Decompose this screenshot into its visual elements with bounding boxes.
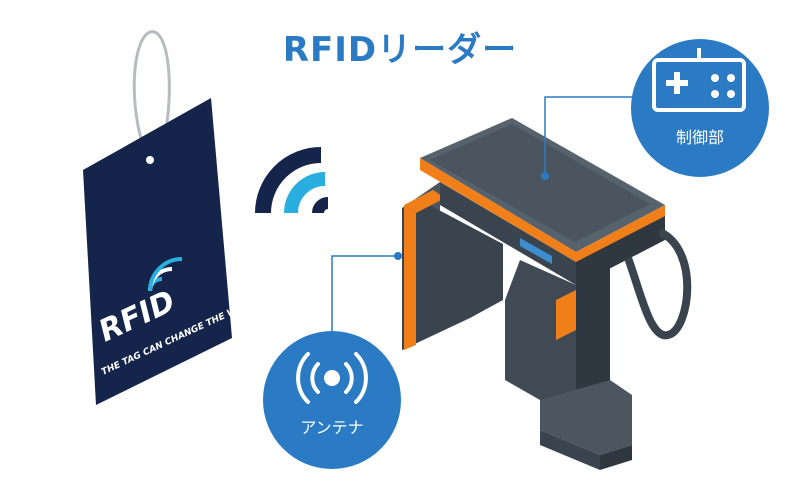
tag-string: [132, 30, 171, 163]
antenna-badge: [263, 331, 401, 469]
controller-badge: [631, 39, 769, 177]
tag-wave-icon: [148, 257, 183, 292]
broadcast-icon: [296, 352, 368, 404]
gamepad-icon: [652, 48, 746, 112]
callout-lines: [331, 96, 640, 340]
signal-wave-icon: [255, 147, 329, 214]
antenna-label: アンテナ: [300, 418, 364, 437]
rfid-reader-device: [402, 118, 692, 470]
controller-label: 制御部: [675, 128, 724, 147]
wrist-strap: [624, 228, 692, 340]
rfid-hang-tag: RFID THE TAG CAN CHANGE THE WORLD.: [83, 30, 267, 405]
tag-body: [83, 98, 232, 405]
page-title: RFIDリーダー: [282, 30, 518, 70]
tag-hole: [146, 156, 154, 164]
